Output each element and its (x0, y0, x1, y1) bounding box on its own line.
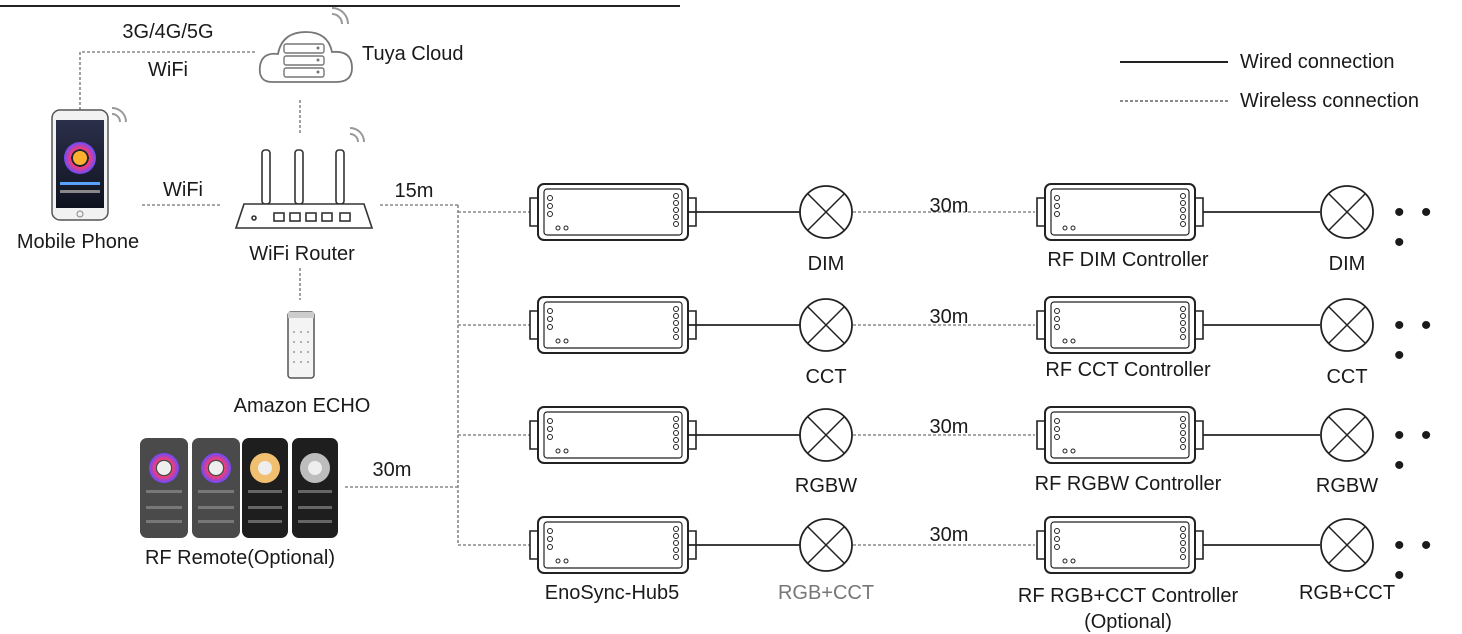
cellular-link-label: 3G/4G/5G (122, 21, 214, 43)
echo-speaker-icon (287, 311, 315, 379)
light-label: CCT (805, 366, 847, 388)
wired-links (688, 211, 1320, 546)
rf-controller-icon (1036, 296, 1204, 354)
cloud-icon (258, 31, 353, 83)
remote-distance-label: 30m (372, 459, 412, 481)
wifi-router-label: WiFi Router (249, 243, 355, 265)
lamp-icon (1320, 518, 1374, 572)
end-light-label: CCT (1326, 366, 1368, 388)
remote-icon (140, 438, 188, 538)
light-label: RGB+CCT (777, 582, 875, 604)
rf-controller-label: RF RGBW Controller (1034, 473, 1222, 495)
legend-wired-label: Wired connection (1240, 51, 1395, 73)
row-distance-label: 30m (929, 416, 969, 438)
remote-icon (292, 438, 338, 538)
hub-controller-icon (529, 516, 697, 574)
rf-controller-note: (Optional) (1084, 611, 1172, 633)
rf-remote-label: RF Remote(Optional) (144, 547, 336, 569)
router-signal-icon (349, 127, 365, 143)
wifi-phone-link-label: WiFi (163, 179, 203, 201)
hub-controller-icon (529, 296, 697, 354)
more-indicator: • • • (1394, 529, 1436, 592)
cloud-signal-icon (331, 7, 349, 25)
tuya-cloud-label: Tuya Cloud (362, 43, 464, 65)
rf-controller-label: RF DIM Controller (1047, 249, 1209, 271)
wifi-cloud-link-label: WiFi (148, 59, 188, 81)
row-distance-label: 30m (929, 306, 969, 328)
phone-icon (51, 109, 109, 221)
rf-controller-icon (1036, 406, 1204, 464)
more-indicator: • • • (1394, 419, 1436, 482)
end-light-label: RGB+CCT (1298, 582, 1396, 604)
legend-wireless-label: Wireless connection (1240, 90, 1419, 112)
more-indicator: • • • (1394, 309, 1436, 372)
rf-controller-icon (1036, 183, 1204, 241)
lamp-icon (1320, 298, 1374, 352)
mobile-phone-label: Mobile Phone (16, 231, 140, 253)
end-light-label: RGBW (1315, 475, 1379, 497)
row-distance-label: 30m (929, 195, 969, 217)
light-label: DIM (807, 253, 845, 275)
remote-icon (242, 438, 288, 538)
lamp-icon (799, 408, 853, 462)
lamp-icon (799, 518, 853, 572)
lamp-icon (799, 185, 853, 239)
router-icon (234, 149, 374, 229)
phone-signal-icon (111, 107, 127, 123)
end-light-label: DIM (1328, 253, 1366, 275)
more-indicator: • • • (1394, 196, 1436, 259)
hub-label: EnoSync-Hub5 (544, 582, 680, 604)
router-distance-label: 15m (394, 180, 434, 202)
lamp-icon (1320, 408, 1374, 462)
light-label: RGBW (794, 475, 858, 497)
lamp-icon (1320, 185, 1374, 239)
hub-controller-icon (529, 406, 697, 464)
remote-icon (192, 438, 240, 538)
row-distance-label: 30m (929, 524, 969, 546)
rf-controller-label: RF RGB+CCT Controller (1017, 585, 1239, 607)
rf-controller-icon (1036, 516, 1204, 574)
wireless-links (79, 51, 1035, 546)
rf-controller-label: RF CCT Controller (1045, 359, 1211, 381)
lamp-icon (799, 298, 853, 352)
amazon-echo-label: Amazon ECHO (233, 395, 371, 417)
hub-controller-icon (529, 183, 697, 241)
